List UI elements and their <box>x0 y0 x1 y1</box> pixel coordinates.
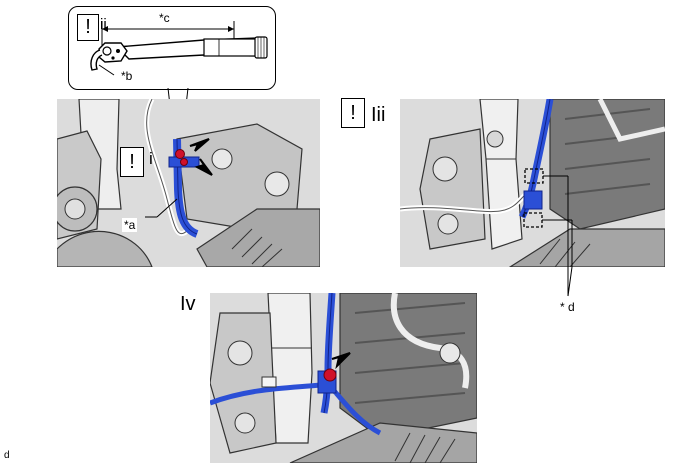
footer-code: d <box>4 450 10 461</box>
inset-warning-box: ! <box>77 14 99 41</box>
panel-i-label-a: *a <box>122 218 138 232</box>
torque-wrench-drawing <box>90 21 268 76</box>
panel-iii-warning-box: ! <box>341 98 365 128</box>
panel-i-drawing <box>57 99 320 267</box>
panel-i-warning-box: ! <box>120 147 144 177</box>
inset-label-c: *c <box>159 11 170 25</box>
torque-wrench-inset: ! ii *c *b <box>68 6 276 90</box>
inset-label-b: *b <box>121 69 133 83</box>
panel-i-step-label: i <box>149 149 153 168</box>
panel-iii-drawing <box>400 99 665 267</box>
panel-iii-step-label: Iii <box>371 104 386 126</box>
panel-iv-step-label: Iv <box>180 293 196 315</box>
panel-iv-drawing <box>210 293 477 463</box>
illustration-panel-iii <box>400 99 665 267</box>
illustration-panel-i: ! i *a <box>57 99 320 267</box>
illustration-panel-iv <box>210 293 477 463</box>
panel-iii-label-d: * d <box>560 300 575 314</box>
inset-step-ii-label: ii <box>100 16 107 33</box>
